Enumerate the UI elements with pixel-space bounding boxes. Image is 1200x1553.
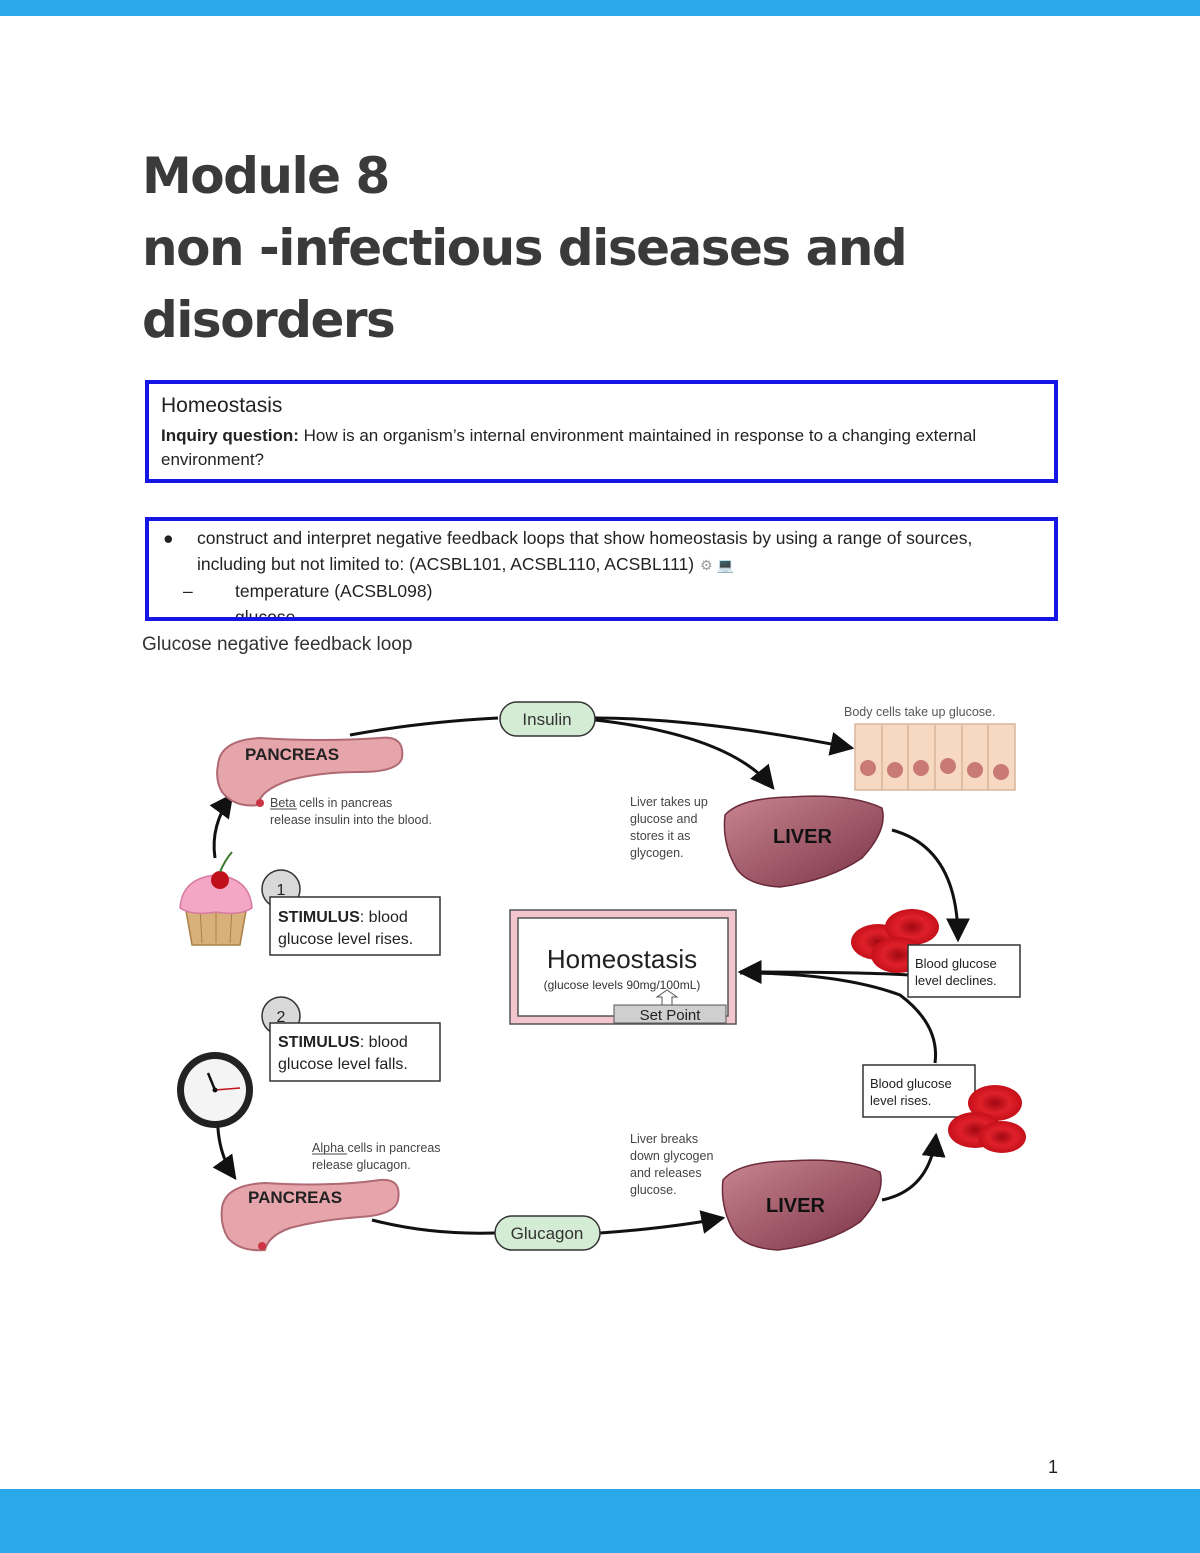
stimulus2-box (269, 1022, 441, 1082)
body-cells-image (854, 723, 1016, 791)
liver-takes-line-3: stores it as (630, 829, 690, 843)
title-line-3: disorders (142, 291, 396, 349)
stimulus2-rest: : blood (360, 1034, 408, 1051)
list-item-text: construct and interpret negative feedbac… (197, 528, 973, 574)
rises-line-1: Blood glucose (870, 1076, 952, 1091)
declines-line-1: Blood glucose (915, 956, 997, 971)
figure-caption: Glucose negative feedback loop (142, 634, 413, 655)
sub-list-item: – glucose (161, 604, 1042, 621)
arrow-glucagon-liver (599, 1210, 726, 1235)
liver-bottom-image (721, 1159, 882, 1251)
pancreas-bottom-label: PANCREAS (248, 1188, 342, 1207)
declines-line-2: level declines. (915, 973, 997, 988)
pancreas-top-label: PANCREAS (245, 745, 339, 764)
stimulus2-label: STIMULUS (278, 1034, 360, 1051)
arrow-liver-rises (881, 1132, 946, 1202)
insulin-pill (499, 701, 596, 737)
page-title: Module 8 non -infectious diseases and di… (142, 140, 908, 356)
sub-list-item: – temperature (ACSBL098) (161, 578, 1042, 604)
inquiry-label: Inquiry question: (161, 426, 299, 445)
arrow-liver-declines (891, 828, 970, 943)
gear-icon: ⚙ (700, 557, 713, 574)
liver-breaks-line-2: down glycogen (630, 1149, 713, 1163)
set-point-label: Set Point (640, 1007, 702, 1024)
liver-takes-line-2: glucose and (630, 812, 697, 826)
inquiry-question: Inquiry question: How is an organism’s i… (161, 424, 1042, 472)
stimulus1-box (269, 896, 441, 956)
liver-top-image (723, 795, 884, 888)
dash-marker: – (183, 581, 193, 602)
set-point-box (613, 1004, 727, 1024)
alpha-cells-line-2: release glucagon. (312, 1158, 411, 1172)
beta-cells-line-2: release insulin into the blood. (270, 813, 432, 827)
arrow-stimulus1-pancreas (209, 793, 234, 859)
arrow-insulin-liver (594, 718, 775, 790)
cupcake-icon (179, 851, 253, 946)
stimulus1-label: STIMULUS (278, 909, 360, 926)
rises-line-2: level rises. (870, 1093, 931, 1108)
glucagon-label: Glucagon (511, 1224, 584, 1243)
sub-item-text: temperature (ACSBL098) (235, 581, 433, 602)
title-line-1: Module 8 (142, 147, 390, 205)
alpha-cells-line-1: Alpha cells in pancreas (312, 1141, 441, 1155)
inquiry-text: How is an organism’s internal environmen… (161, 426, 977, 469)
stimulus1-number: 1 (277, 882, 286, 899)
homeostasis-subtitle: (glucose levels 90mg/100mL) (544, 978, 701, 992)
top-accent-bar (0, 0, 1200, 16)
insulin-label: Insulin (522, 710, 571, 729)
clock-icon (177, 1052, 253, 1128)
computer-icon: 💻 (716, 557, 734, 574)
homeostasis-box: Homeostasis Inquiry question: How is an … (145, 380, 1058, 483)
stimulus1-rest: : blood (360, 909, 408, 926)
blood-cells-rises-image (948, 1085, 1026, 1153)
stimulus1-line-1: STIMULUS: blood (278, 909, 408, 926)
homeostasis-heading: Homeostasis (161, 394, 283, 417)
list-item: ● construct and interpret negative feedb… (161, 525, 1042, 578)
arrow-insulin-bodycells (594, 716, 855, 756)
beta-cells-line-1: Beta cells in pancreas (270, 796, 392, 810)
rises-box (862, 1064, 976, 1118)
homeostasis-inner-box (517, 917, 729, 1017)
page-number: 1 (1048, 1457, 1059, 1477)
liver-breaks-line-3: and releases (630, 1166, 702, 1180)
liver-breaks-line-1: Liver breaks (630, 1132, 698, 1146)
arrow-rises-homeostasis (739, 971, 938, 1064)
pancreas-top-image (216, 736, 404, 807)
stimulus1-line-2: glucose level rises. (278, 931, 413, 948)
liver-takes-line-4: glycogen. (630, 846, 684, 860)
bottom-accent-bar (0, 1489, 1200, 1553)
liver-bottom-label: LIVER (766, 1195, 825, 1217)
homeostasis-title: Homeostasis (547, 944, 697, 974)
title-line-2: non -infectious diseases and (142, 219, 908, 277)
glucagon-pill (494, 1215, 601, 1251)
liver-takes-line-1: Liver takes up (630, 795, 708, 809)
body-cells-label: Body cells take up glucose. (844, 705, 995, 719)
dash-marker: – (183, 607, 193, 621)
pancreas-bottom-image (220, 1178, 400, 1252)
stimulus2-line-1: STIMULUS: blood (278, 1034, 408, 1051)
liver-breaks-line-4: glucose. (630, 1183, 677, 1197)
bullet-marker: ● (163, 528, 174, 548)
arrow-pancreas-insulin (349, 716, 499, 737)
liver-top-label: LIVER (773, 826, 832, 848)
stimulus2-line-2: glucose level falls. (278, 1056, 408, 1073)
stimulus2-number: 2 (277, 1009, 286, 1026)
sub-item-text: glucose (235, 607, 296, 621)
glucose-feedback-diagram: Insulin Glucagon PANCREAS PANCREAS Beta … (177, 701, 1026, 1252)
declines-box (907, 944, 1021, 998)
content-box: ● construct and interpret negative feedb… (145, 517, 1058, 621)
set-point-arrow-icon (655, 989, 679, 1006)
arrow-pancreas-glucagon (371, 1218, 496, 1235)
